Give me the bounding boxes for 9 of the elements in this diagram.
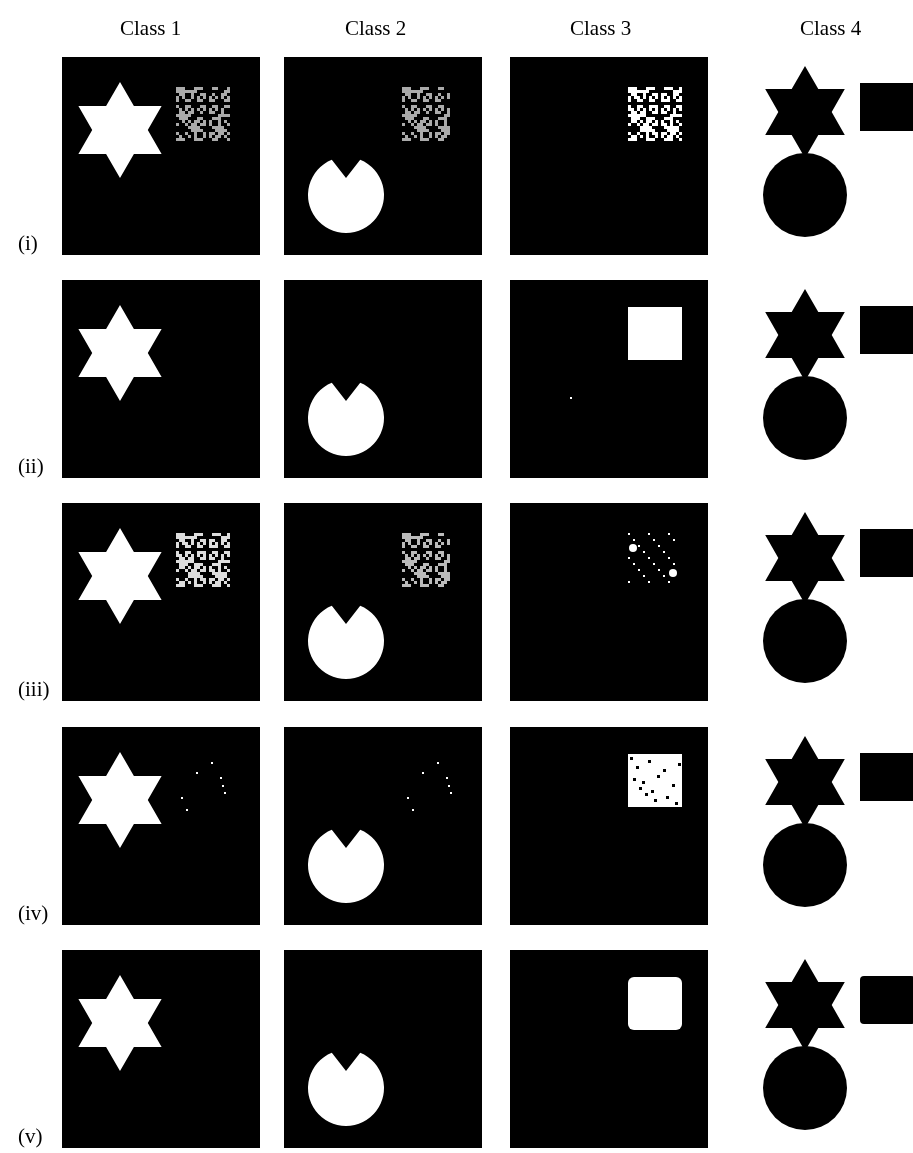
row-label: (iv) xyxy=(18,903,49,924)
column-heading: Class 2 xyxy=(345,18,407,39)
column-heading: Class 3 xyxy=(570,18,632,39)
row-label: (ii) xyxy=(18,456,44,477)
column-heading: Class 4 xyxy=(800,18,862,39)
row-label: (iii) xyxy=(18,679,50,700)
row-label: (i) xyxy=(18,233,38,254)
column-heading: Class 1 xyxy=(120,18,182,39)
row-label: (v) xyxy=(18,1126,43,1147)
